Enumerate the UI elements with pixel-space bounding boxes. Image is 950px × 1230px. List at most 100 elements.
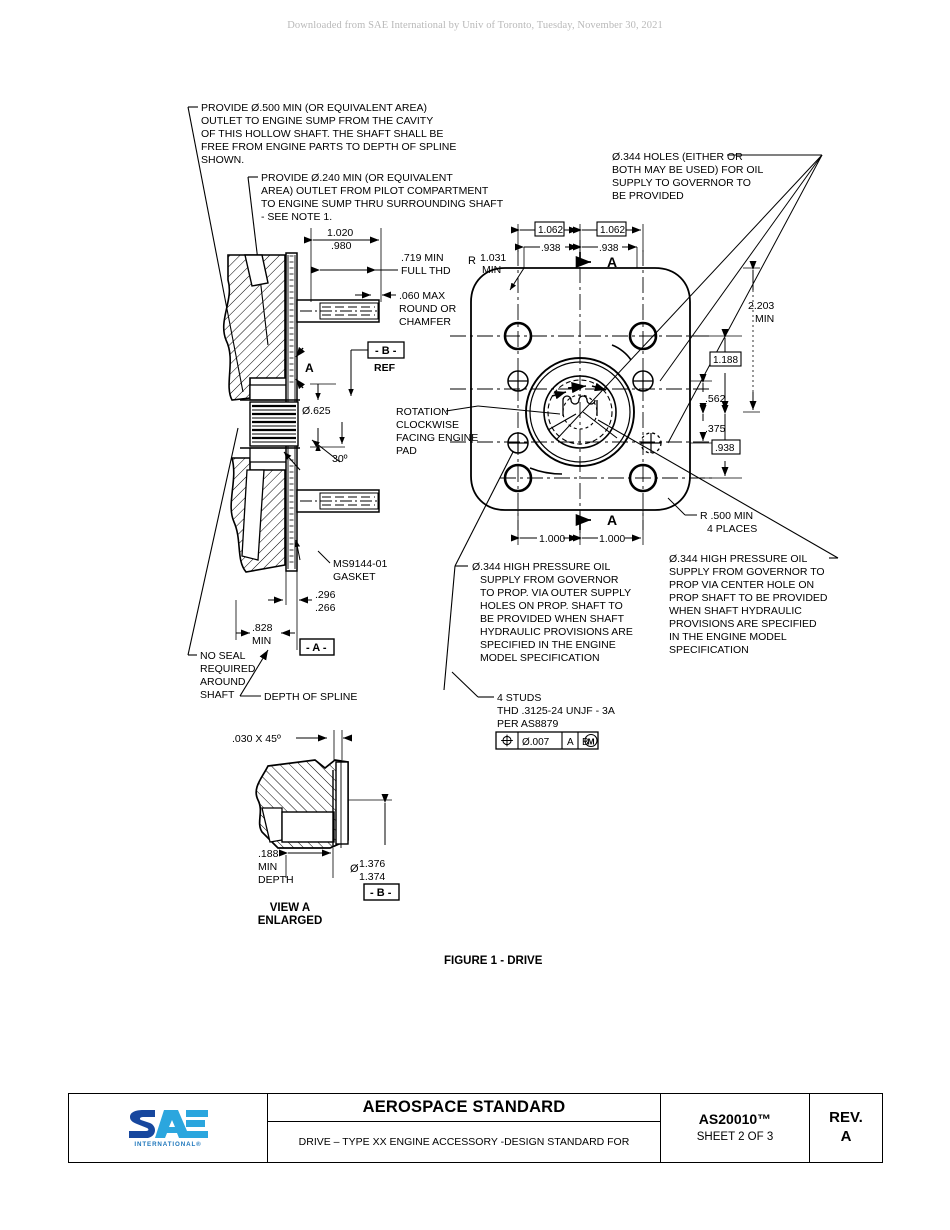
sae-logo-subtext: INTERNATIONAL® (134, 1141, 202, 1148)
note-r500: R .500 MIN 4 PLACES (667, 497, 757, 535)
dim-938-vert-text: .938 (715, 443, 735, 454)
revision-label: REV. (829, 1109, 863, 1127)
svg-text:- SEE NOTE 1.: - SEE NOTE 1. (261, 211, 332, 223)
dim-2203 (743, 261, 760, 413)
dim-r1031: R 1.031 MIN (468, 252, 525, 291)
note-depth-of-spline: DEPTH OF SPLINE (239, 649, 357, 703)
svg-text:- A -: - A - (306, 642, 327, 654)
dim-1376-text: 1.376 (359, 858, 385, 870)
figure-caption: FIGURE 1 - DRIVE (444, 955, 543, 967)
dia-symbol-view-a: Ø (350, 863, 359, 875)
svg-text:BE PROVIDED WHEN SHAFT: BE PROVIDED WHEN SHAFT (480, 613, 625, 625)
stud-hole (628, 321, 658, 351)
dim-1062-right-text: 1.062 (600, 225, 625, 236)
download-notice: Downloaded from SAE International by Uni… (287, 20, 663, 31)
dim-2203-min-text: MIN (755, 313, 774, 325)
view-a-subtitle: ENLARGED (258, 915, 323, 927)
stud-lower (296, 489, 380, 513)
dim-938-left-text: .938 (541, 243, 561, 254)
svg-text:IN THE ENGINE MODEL: IN THE ENGINE MODEL (669, 631, 787, 643)
rotation-arrows (551, 382, 607, 400)
svg-text:PROP SHAFT TO BE PROVIDED: PROP SHAFT TO BE PROVIDED (669, 592, 828, 604)
svg-text:HYDRAULIC PROVISIONS ARE: HYDRAULIC PROVISIONS ARE (480, 626, 633, 638)
sae-logo-mark (129, 1110, 208, 1138)
dim-1020-text: 1.020 (327, 227, 353, 239)
dim-938-right-text: .938 (599, 243, 619, 254)
dim-828-text: .828 (252, 622, 273, 634)
dim-round-text: ROUND OR (399, 303, 457, 315)
svg-text:REF: REF (374, 362, 396, 374)
title-block-center: AEROSPACE STANDARD DRIVE – TYPE XX ENGIN… (268, 1094, 661, 1162)
svg-text:AREA) OUTLET FROM PILOT COMPAR: AREA) OUTLET FROM PILOT COMPARTMENT (261, 185, 489, 197)
dim-828 (235, 600, 295, 640)
dim-980-text: .980 (331, 240, 352, 252)
dim-060-text: .060 MAX (399, 290, 445, 302)
view-a-enlarged: .030 X 45º .188 MIN DEPTH Ø 1.376 1.374 (232, 730, 400, 927)
svg-text:Ø.344 HOLES (EITHER OR: Ø.344 HOLES (EITHER OR (612, 151, 743, 163)
feature-control-frame: Ø.007 A B M (495, 731, 599, 750)
svg-text:SHAFT: SHAFT (200, 689, 235, 701)
dim-030x45-text: .030 X 45º (232, 733, 281, 745)
standard-subtitle: DRIVE – TYPE XX ENGINE ACCESSORY - DESIG… (268, 1122, 660, 1162)
dim-1062 (511, 221, 644, 256)
svg-text:PROVIDE Ø.240 MIN (OR EQUIVALE: PROVIDE Ø.240 MIN (OR EQUIVALENT (261, 172, 453, 184)
document-number: AS20010™ (698, 1111, 772, 1128)
svg-text:- B -: - B - (375, 345, 397, 357)
sae-logo-cell: INTERNATIONAL® (69, 1094, 268, 1162)
dim-1000-right-text: 1.000 (599, 533, 625, 545)
svg-text:AROUND: AROUND (200, 676, 246, 688)
datum-a: - A - (299, 638, 335, 656)
svg-text:NO SEAL: NO SEAL (200, 650, 246, 662)
svg-text:CLOCKWISE: CLOCKWISE (396, 419, 459, 431)
dim-625 (310, 383, 345, 451)
svg-text:REQUIRED: REQUIRED (200, 663, 256, 675)
svg-text:4 PLACES: 4 PLACES (707, 523, 757, 535)
svg-text:A: A (607, 254, 617, 270)
dim-188-depth-text: DEPTH (258, 874, 294, 886)
dim-375 (690, 405, 712, 444)
svg-text:OUTLET TO ENGINE SUMP FROM THE: OUTLET TO ENGINE SUMP FROM THE CAVITY (201, 115, 433, 127)
dim-266-text: .266 (315, 602, 336, 614)
datum-b-ref: - B - REF (348, 341, 405, 396)
svg-text:PAD: PAD (396, 445, 417, 457)
note-no-seal: NO SEAL REQUIRED AROUND SHAFT (187, 427, 256, 701)
spline-teeth (562, 394, 598, 430)
note-gasket: MS9144-01 GASKET (317, 550, 387, 583)
note-oil-outer: Ø.344 HIGH PRESSURE OIL SUPPLY FROM GOVE… (443, 451, 633, 691)
svg-text:HOLES ON PROP. SHAFT TO: HOLES ON PROP. SHAFT TO (480, 600, 623, 612)
svg-text:SPECIFIED IN THE ENGINE: SPECIFIED IN THE ENGINE (480, 639, 616, 651)
dim-1188 (690, 329, 742, 410)
dim-296-266 (268, 515, 312, 650)
dim-375-text: .375 (705, 423, 726, 435)
svg-text:PER AS8879: PER AS8879 (497, 718, 558, 730)
svg-text:FREE FROM ENGINE PARTS TO DEPT: FREE FROM ENGINE PARTS TO DEPTH OF SPLIN… (201, 141, 456, 153)
svg-text:PROVIDE Ø.500 MIN (OR EQUIVALE: PROVIDE Ø.500 MIN (OR EQUIVALENT AREA) (201, 102, 427, 114)
svg-text:BE PROVIDED: BE PROVIDED (612, 190, 684, 202)
stud-hole (503, 321, 533, 351)
dim-1000-pair (511, 510, 644, 545)
svg-text:OF THIS HOLLOW SHAFT. THE SHAF: OF THIS HOLLOW SHAFT. THE SHAFT SHALL BE (201, 128, 443, 140)
dim-938-pair (515, 243, 638, 268)
svg-text:TO PROP. VIA OUTER SUPPLY: TO PROP. VIA OUTER SUPPLY (480, 587, 631, 599)
svg-text:MIN: MIN (482, 264, 501, 276)
dim-296-text: .296 (315, 589, 336, 601)
svg-text:A: A (607, 512, 617, 528)
dim-30deg-text: 30º (332, 453, 348, 465)
section-label-left: A (305, 361, 314, 375)
dim-2203-text: 2.203 (748, 300, 774, 312)
sae-logo: INTERNATIONAL® (122, 1106, 214, 1150)
title-block: INTERNATIONAL® AEROSPACE STANDARD DRIVE … (68, 1093, 883, 1163)
datum-b-view-a: - B - (363, 883, 400, 901)
dim-188-min-text: MIN (258, 861, 277, 873)
svg-text:MS9144-01: MS9144-01 (333, 558, 387, 570)
note-studs: 4 STUDS THD .3125-24 UNJF - 3A PER AS887… (451, 671, 615, 730)
stud-upper (296, 299, 380, 323)
svg-text:SUPPLY FROM GOVERNOR: SUPPLY FROM GOVERNOR (480, 574, 619, 586)
svg-text:SHOWN.: SHOWN. (201, 154, 244, 166)
standard-title: AEROSPACE STANDARD (268, 1094, 660, 1122)
fcf-tolerance: Ø.007 (522, 737, 550, 748)
svg-text:PROVISIONS ARE SPECIFIED: PROVISIONS ARE SPECIFIED (669, 618, 817, 630)
svg-text:- B -: - B - (370, 887, 392, 899)
